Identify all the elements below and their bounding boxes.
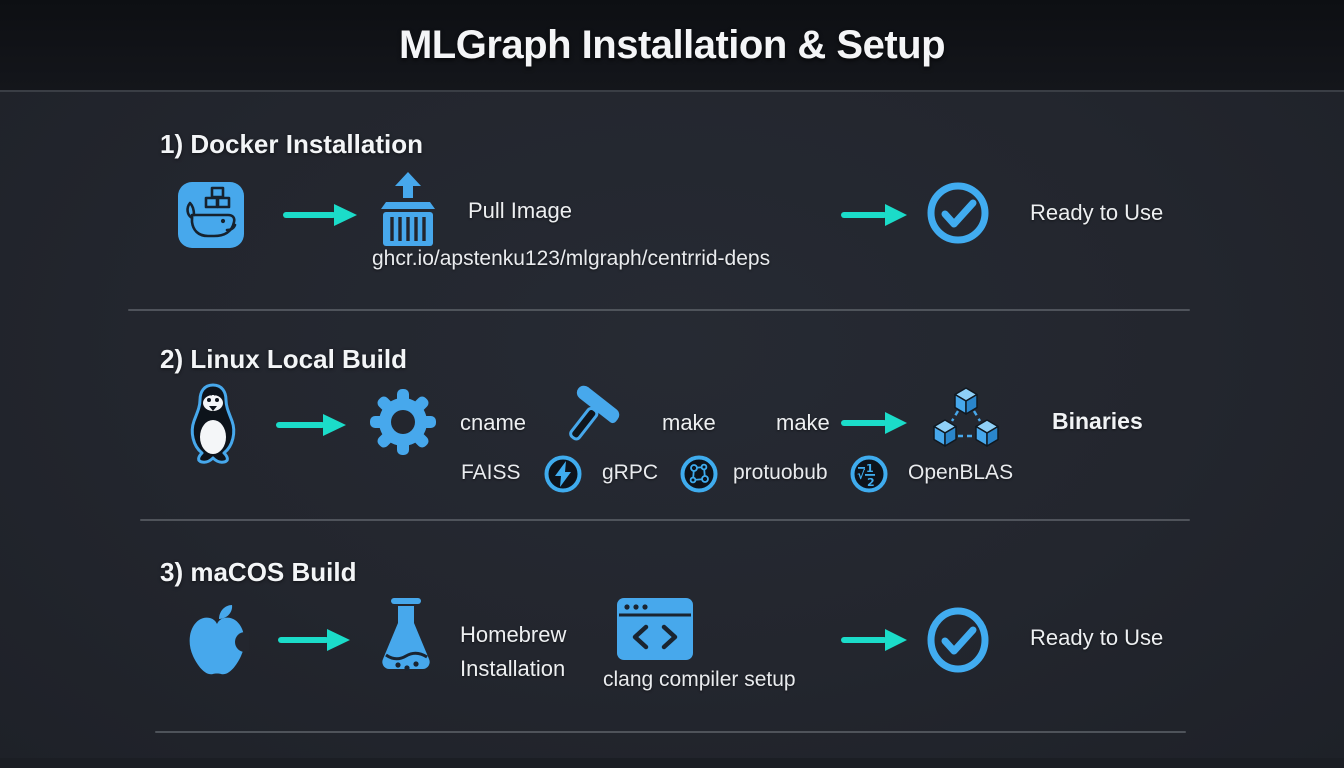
protobuf-label: protuobub <box>733 461 828 484</box>
arrow-right-icon <box>278 629 350 651</box>
arrow-right-icon <box>276 414 346 436</box>
homebrew-label-line2: Installation <box>460 656 566 681</box>
bolt-circle-icon <box>543 454 583 494</box>
check-circle-icon <box>926 181 990 245</box>
svg-text:√: √ <box>857 468 866 482</box>
make-label-2: make <box>776 410 830 435</box>
section-divider <box>128 309 1190 311</box>
math-circle-icon: 1 2 √ <box>849 454 889 494</box>
cubes-icon <box>928 384 1004 458</box>
arrow-right-icon <box>841 412 907 434</box>
page-title: MLGraph Installation & Setup <box>398 22 946 67</box>
section1-heading: 1) Docker Installation <box>160 129 423 159</box>
flask-icon <box>374 598 438 684</box>
header: MLGraph Installation & Setup <box>0 0 1344 92</box>
make-label-1: make <box>662 410 716 435</box>
footer-strip <box>0 758 1344 768</box>
section-divider <box>155 731 1186 733</box>
arrow-right-icon <box>283 204 357 226</box>
arrow-right-icon <box>841 204 907 226</box>
openblas-label: OpenBLAS <box>908 461 1014 484</box>
binaries-label: Binaries <box>1052 408 1143 434</box>
image-path-text: ghcr.io/apstenku123/mlgraph/centrrid-dep… <box>372 247 771 270</box>
homebrew-label-line1: Homebrew <box>460 622 567 647</box>
ready-label: Ready to Use <box>1030 625 1164 650</box>
arrow-right-icon <box>841 629 907 651</box>
section-divider <box>140 519 1190 521</box>
docker-icon <box>178 182 244 248</box>
faiss-label: FAISS <box>461 461 521 484</box>
linux-tux-icon <box>186 382 240 466</box>
svg-text:2: 2 <box>867 476 875 489</box>
cmake-label: cname <box>460 410 527 435</box>
gear-icon <box>368 387 438 457</box>
graph-circle-icon <box>679 454 719 494</box>
svg-text:1: 1 <box>866 462 874 475</box>
ready-label: Ready to Use <box>1030 200 1164 225</box>
clang-label: clang compiler setup <box>603 668 796 691</box>
check-circle-icon <box>926 606 990 674</box>
hammer-icon <box>556 384 622 450</box>
pull-image-label: Pull Image <box>468 198 572 223</box>
section2-heading: 2) Linux Local Build <box>160 344 408 374</box>
section3-heading: 3) maCOS Build <box>160 557 357 587</box>
grpc-label: gRPC <box>602 461 659 484</box>
container-upload-icon <box>378 172 438 248</box>
homebrew-label: Homebrew Installation <box>460 618 566 686</box>
code-window-icon <box>617 598 693 660</box>
apple-icon <box>185 603 249 681</box>
